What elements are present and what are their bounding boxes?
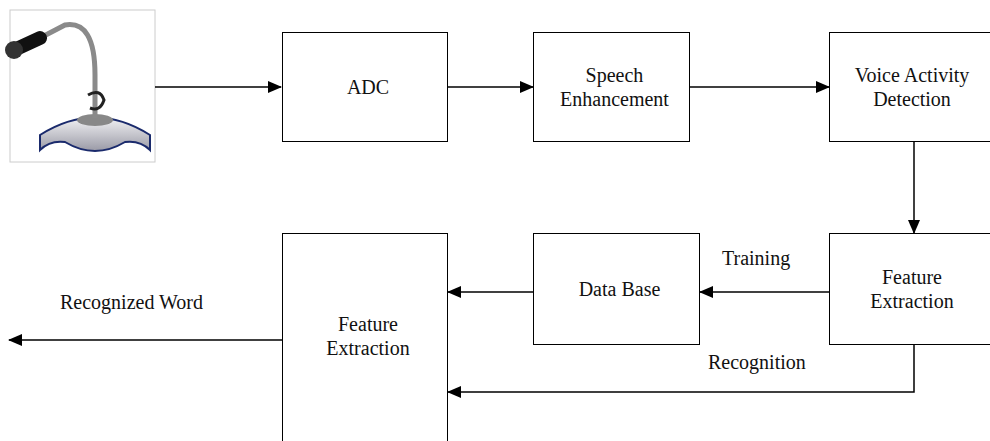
process-box: Speech Enhancement <box>533 32 690 142</box>
edge-label: Recognition <box>706 350 808 374</box>
flow-arrow <box>913 142 915 233</box>
process-box: Feature Extraction <box>282 233 448 441</box>
node-text: Voice Activity Detection <box>842 63 982 111</box>
input-wire <box>155 86 281 88</box>
process-box: Voice Activity Detection <box>829 32 990 142</box>
flow-arrow <box>690 86 829 88</box>
flow-arrow <box>448 86 533 88</box>
flow-arrow <box>448 345 914 392</box>
output-label: Recognized Word <box>58 290 205 314</box>
edge-label: Training <box>720 246 792 270</box>
flow-arrow <box>700 291 829 293</box>
node-text: Speech Enhancement <box>546 63 683 111</box>
flow-arrow <box>448 291 533 293</box>
process-box: ADC <box>282 32 448 142</box>
node-text: Data Base <box>579 277 661 301</box>
microphone-illustration <box>5 10 155 162</box>
node-text: Feature Extraction <box>842 265 982 313</box>
output-wire <box>9 339 282 341</box>
process-box: Feature Extraction <box>829 233 990 345</box>
node-text: ADC <box>347 75 389 99</box>
database-box: Data Base <box>533 233 700 345</box>
node-text: Feature Extraction <box>295 312 441 360</box>
